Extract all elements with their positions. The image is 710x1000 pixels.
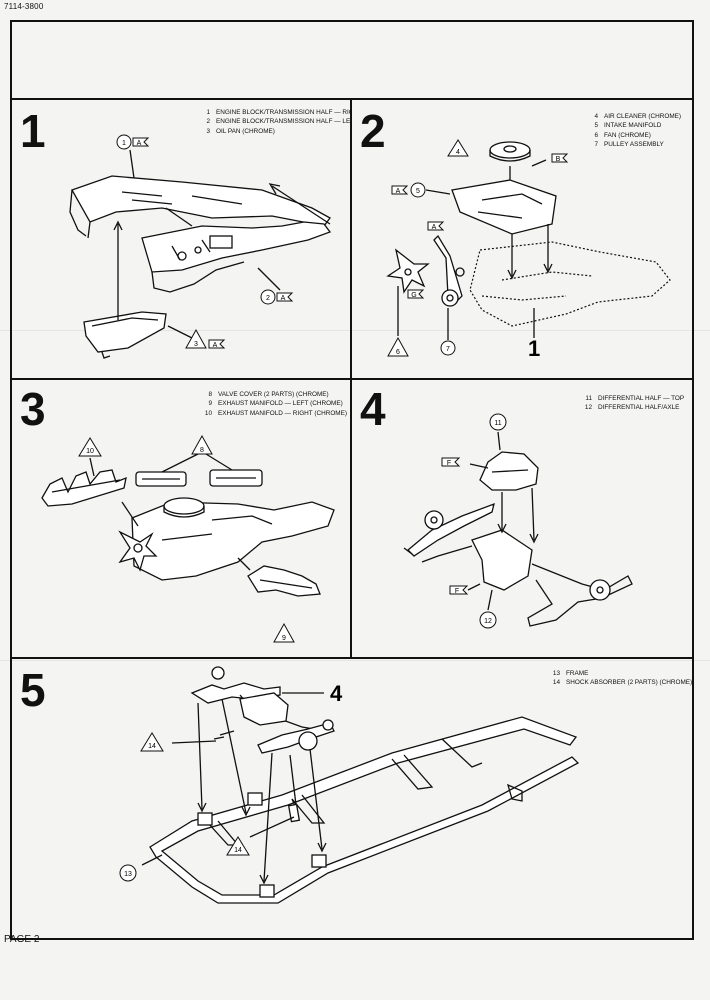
attach-tag-f: F [455,588,459,595]
callout-part-7: 7 [446,346,450,353]
step-number: 2 [360,105,386,157]
callout-part-9: 9 [282,635,286,642]
attach-tag-a: A [396,188,401,195]
step-number: 5 [20,664,46,716]
callout-part-1: 1 [122,140,126,147]
instruction-frame [10,20,694,940]
attach-tag-b: B [556,156,561,163]
reference-step-number: 1 [528,336,540,361]
callout-part-5: 5 [416,188,420,195]
callout-part-8: 8 [200,447,204,454]
attach-tag-a: A [432,224,437,231]
callout-part-6: 6 [396,349,400,356]
attach-tag-a: A [213,342,218,349]
step-number: 1 [20,105,46,157]
attach-tag-a: A [281,295,286,302]
callout-part-11: 11 [494,420,501,427]
engine-block-illustration: 1 A 2 A 3 A [69,134,332,359]
document-code: 7114-3800 [4,2,44,11]
callout-part-4: 4 [456,149,460,156]
callout-part-2: 2 [266,295,270,302]
callout-part-10: 10 [86,448,94,455]
reference-step-number: 4 [330,681,343,706]
step-number: 4 [360,383,386,435]
callout-part-13: 13 [124,871,132,878]
step-number: 3 [20,383,46,435]
callout-part-3: 3 [194,341,198,348]
divider-middle [350,98,352,658]
differential-illustration: 11 F F 12 [403,413,633,629]
attach-tag-f: F [447,460,451,467]
engine-assembly-illustration: 10 8 9 [41,434,335,643]
intake-fan-illustration: 4 B A 5 A G 6 7 1 [386,139,671,361]
frame-assembly-illustration: 4 14 14 13 [119,666,580,904]
page-number: PAGE 2 [4,934,40,945]
attach-tag-a: A [137,140,142,147]
callout-part-12: 12 [484,618,492,625]
divider-row1 [12,378,692,380]
callout-part-14: 14 [234,847,242,854]
callout-part-14: 14 [148,743,156,750]
divider-row2 [12,657,692,659]
attach-tag-g: G [411,292,416,299]
divider-top [12,98,692,100]
